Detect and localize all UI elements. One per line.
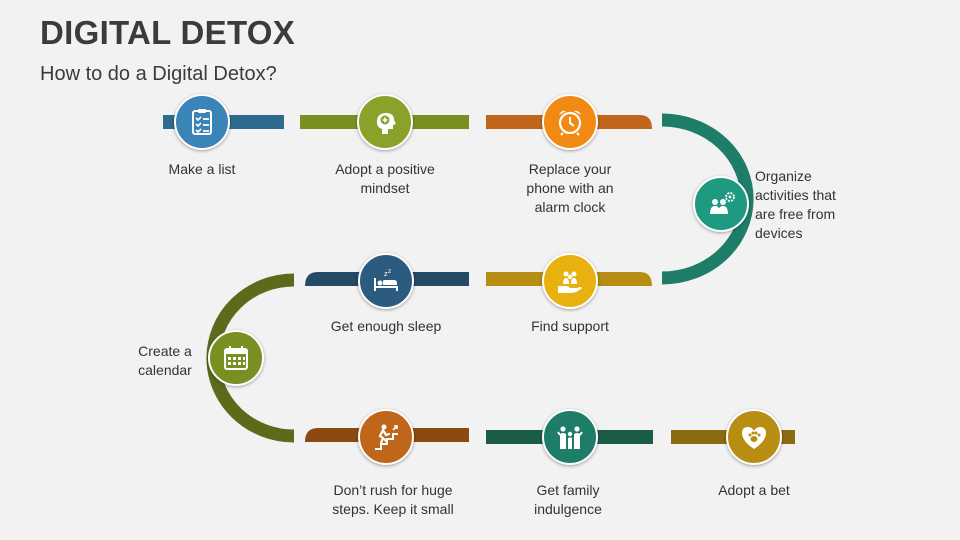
- step-7-label: Create a calendar: [138, 343, 192, 378]
- calendar-icon: [224, 346, 248, 370]
- step-9-label: Get family indulgence: [534, 482, 602, 517]
- svg-text:z: z: [384, 270, 388, 278]
- pet-heart-icon: [742, 427, 766, 449]
- family-icon: [557, 426, 583, 449]
- step-1-node: [174, 94, 230, 150]
- step-7-node: [208, 330, 264, 386]
- support-hands-icon: [558, 271, 582, 293]
- step-10-node: [726, 409, 782, 465]
- group-settings-icon: [710, 192, 735, 214]
- step-6-label: Get enough sleep: [330, 318, 442, 334]
- alarm-clock-icon: [558, 110, 582, 136]
- step-2-node: [357, 94, 413, 150]
- stairs-climb-icon: [375, 424, 398, 450]
- step-8-node: [358, 409, 414, 465]
- page-subtitle: How to do a Digital Detox?: [40, 63, 277, 85]
- positive-mind-icon: [376, 113, 396, 134]
- page-title: DIGITAL DETOX: [40, 14, 296, 51]
- step-5-node: [542, 253, 598, 309]
- step-4-node: [693, 176, 749, 232]
- step-9-node: [542, 409, 598, 465]
- step-1-label: Make a list: [168, 161, 236, 177]
- step-6-node: z z: [358, 253, 414, 309]
- step-4-label: Organize activities that are free from d…: [755, 168, 836, 241]
- checklist-icon: [192, 109, 212, 135]
- svg-text:z: z: [388, 268, 391, 275]
- step-8-label: Don’t rush for huge steps. Keep it small: [332, 482, 454, 517]
- step-2-label: Adopt a positive mindset: [335, 161, 435, 196]
- step-5-label: Find support: [531, 318, 609, 334]
- step-10-label: Adopt a bet: [718, 482, 790, 498]
- step-3-node: [542, 94, 598, 150]
- step-3-label: Replace your phone with an alarm clock: [526, 161, 614, 215]
- sleep-bed-icon: z z: [374, 268, 398, 291]
